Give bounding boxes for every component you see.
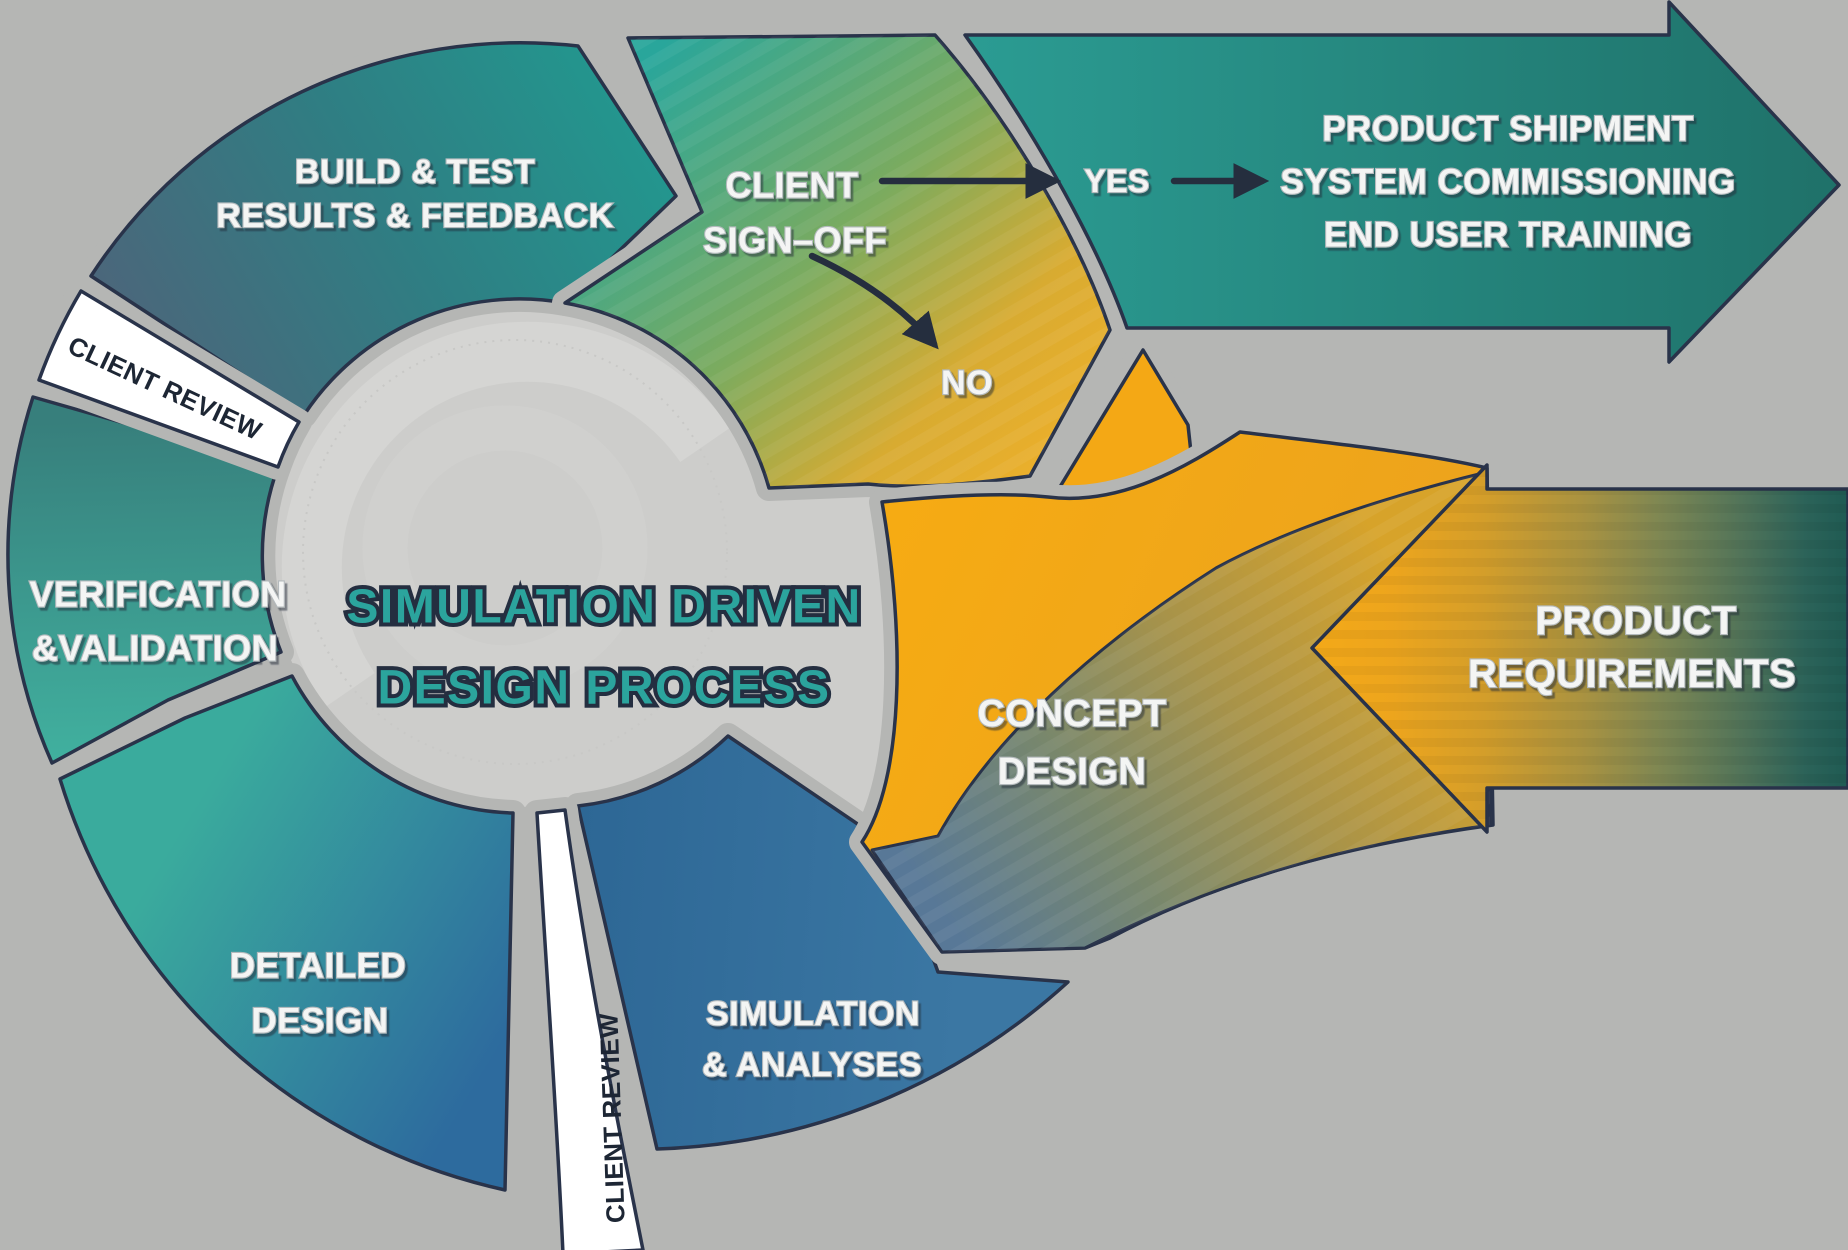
no-label: NO — [941, 364, 993, 402]
labels: BUILD & TEST RESULTS & FEEDBACK CLIENT S… — [28, 108, 1796, 1085]
build-test-label-line1: BUILD & TEST — [295, 153, 535, 191]
concept-design-label-line1: CONCEPT — [977, 693, 1166, 735]
product-shipment-label-line1: PRODUCT SHIPMENT — [1322, 110, 1694, 149]
segment-detailed-design — [58, 674, 515, 1192]
segment-simulation — [576, 734, 1070, 1151]
simulation-label-line2: & ANALYSES — [702, 1046, 922, 1084]
client-review-upper-band — [37, 289, 301, 469]
product-requirements-arrow — [1310, 463, 1848, 834]
client-review-lower-band — [535, 808, 645, 1250]
segment-client-sign-off-texture — [565, 35, 1110, 488]
product-requirements-label-line1: PRODUCT — [1535, 599, 1736, 643]
product-requirements-arrow-texture — [1312, 465, 1848, 832]
watermark-dotted-ring — [302, 339, 728, 765]
concept-design-label-line2: DESIGN — [998, 751, 1147, 793]
verification-label-line2: &VALIDATION — [32, 628, 278, 669]
client-sign-off-label-line2: SIGN–OFF — [703, 220, 887, 261]
product-shipment-label-line3: END USER TRAINING — [1324, 216, 1692, 255]
simulation-label-line1: SIMULATION — [706, 995, 920, 1033]
verification-label-line1: VERIFICATION — [29, 574, 286, 615]
watermark-arc-outer — [281, 321, 730, 708]
client-sign-off-label-line1: CLIENT — [726, 165, 859, 206]
diagram-title-line2: DESIGN PROCESS — [377, 662, 830, 715]
product-requirements-label-line2: REQUIREMENTS — [1468, 652, 1796, 696]
segment-build-test — [89, 41, 678, 417]
segment-verification — [6, 395, 283, 765]
product-shipment-arrow — [963, 0, 1841, 364]
concept-design-band-texture — [872, 472, 1490, 952]
yes-label: YES — [1084, 163, 1150, 199]
watermark-swirl — [281, 321, 730, 765]
process-ring — [0, 22, 1506, 1250]
watermark-arc-inner — [362, 405, 648, 691]
no-arrow — [808, 252, 939, 350]
decision-flow — [808, 163, 1270, 350]
detailed-design-label-line2: DESIGN — [251, 1002, 388, 1041]
build-test-label-line2: RESULTS & FEEDBACK — [216, 197, 614, 235]
product-shipment-arrow-shape — [963, 0, 1841, 364]
detailed-design-label-line1: DETAILED — [230, 947, 406, 986]
diagram-title-line1: SIMULATION DRIVEN — [346, 581, 861, 634]
product-shipment-label-line2: SYSTEM COMMISSIONING — [1280, 163, 1735, 202]
diagram-title: SIMULATION DRIVEN DESIGN PROCESS — [342, 577, 864, 719]
client-review-lower-label: CLIENT REVIEW — [593, 1012, 630, 1223]
